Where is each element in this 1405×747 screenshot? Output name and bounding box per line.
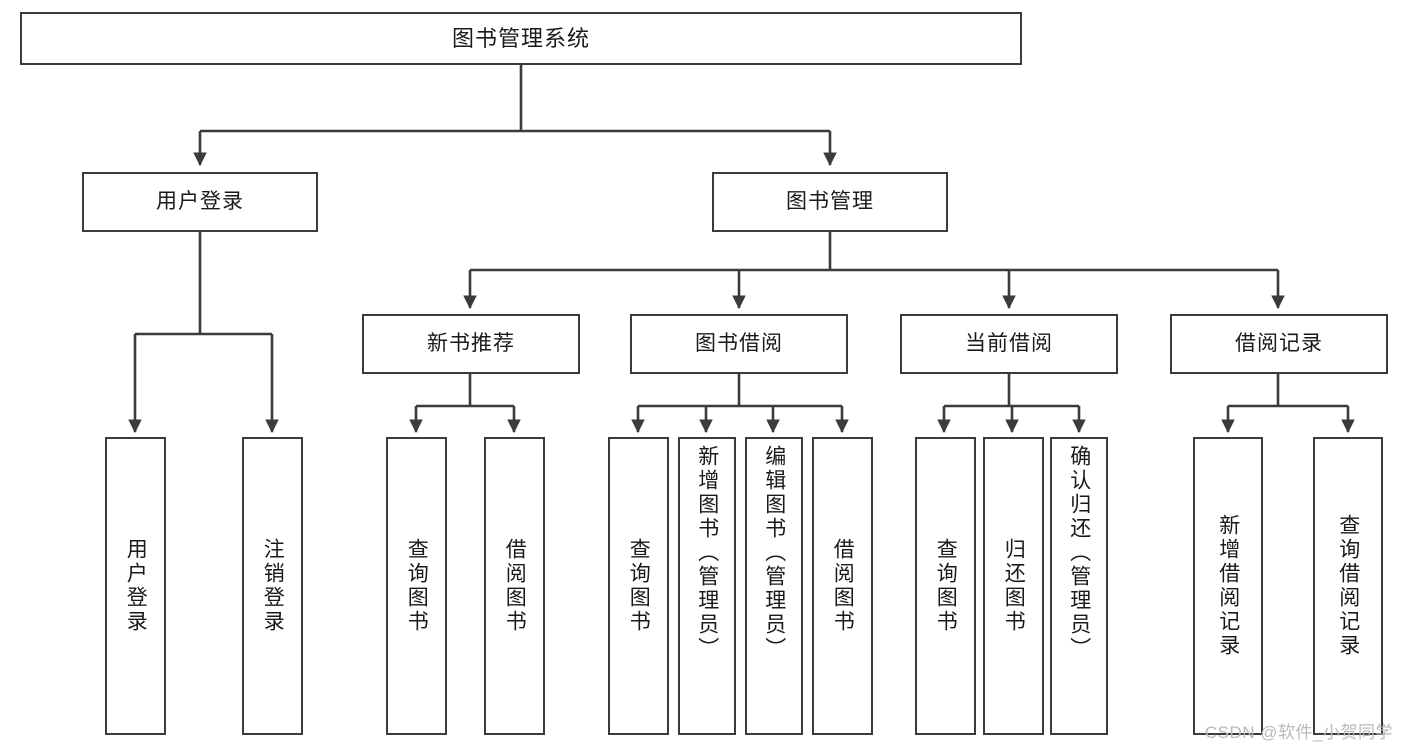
node-label: 新增借阅记录	[1216, 514, 1240, 658]
node-label: 新书推荐	[427, 331, 515, 355]
leaf-add-borrow-record[interactable]: 新增借阅记录	[1193, 437, 1263, 735]
leaf-query-borrow-record[interactable]: 查询借阅记录	[1313, 437, 1383, 735]
watermark: CSDN @软件_小贺同学	[1204, 723, 1393, 742]
leaf-query-book-current[interactable]: 查询图书	[915, 437, 976, 735]
node-book-borrowing[interactable]: 图书借阅	[630, 314, 848, 374]
node-label: 编辑图书（管理员）	[762, 445, 786, 661]
leaf-query-book-borrow[interactable]: 查询图书	[608, 437, 669, 735]
node-label: 借阅图书	[503, 538, 527, 634]
node-label: 借阅记录	[1235, 331, 1323, 355]
leaf-user-login[interactable]: 用户登录	[105, 437, 166, 735]
node-label: 归还图书	[1002, 538, 1026, 634]
node-current-borrowing[interactable]: 当前借阅	[900, 314, 1118, 374]
node-label: 新增图书（管理员）	[695, 445, 719, 661]
node-label: 用户登录	[124, 538, 148, 634]
node-label: 用户登录	[156, 189, 244, 213]
node-new-book-recommend[interactable]: 新书推荐	[362, 314, 580, 374]
node-label: 借阅图书	[831, 538, 855, 634]
node-label: 图书管理系统	[451, 25, 590, 51]
node-label: 确认归还（管理员）	[1067, 445, 1091, 661]
node-book-management[interactable]: 图书管理	[712, 172, 948, 232]
node-label: 图书管理	[786, 189, 874, 213]
node-label: 查询图书	[627, 538, 651, 634]
leaf-user-logout[interactable]: 注销登录	[242, 437, 303, 735]
leaf-confirm-return-admin[interactable]: 确认归还（管理员）	[1050, 437, 1108, 735]
leaf-borrow-book-new[interactable]: 借阅图书	[484, 437, 545, 735]
node-label: 图书借阅	[695, 331, 783, 355]
node-root-system[interactable]: 图书管理系统	[20, 12, 1022, 65]
node-borrow-records[interactable]: 借阅记录	[1170, 314, 1388, 374]
node-label: 查询图书	[405, 538, 429, 634]
leaf-edit-book-admin[interactable]: 编辑图书（管理员）	[745, 437, 803, 735]
node-label: 查询图书	[934, 538, 958, 634]
leaf-return-book[interactable]: 归还图书	[983, 437, 1044, 735]
leaf-add-book-admin[interactable]: 新增图书（管理员）	[678, 437, 736, 735]
leaf-borrow-book[interactable]: 借阅图书	[812, 437, 873, 735]
node-label: 当前借阅	[965, 331, 1053, 355]
leaf-query-book-new[interactable]: 查询图书	[386, 437, 447, 735]
node-label: 注销登录	[261, 538, 285, 634]
node-label: 查询借阅记录	[1336, 514, 1360, 658]
node-user-login[interactable]: 用户登录	[82, 172, 318, 232]
